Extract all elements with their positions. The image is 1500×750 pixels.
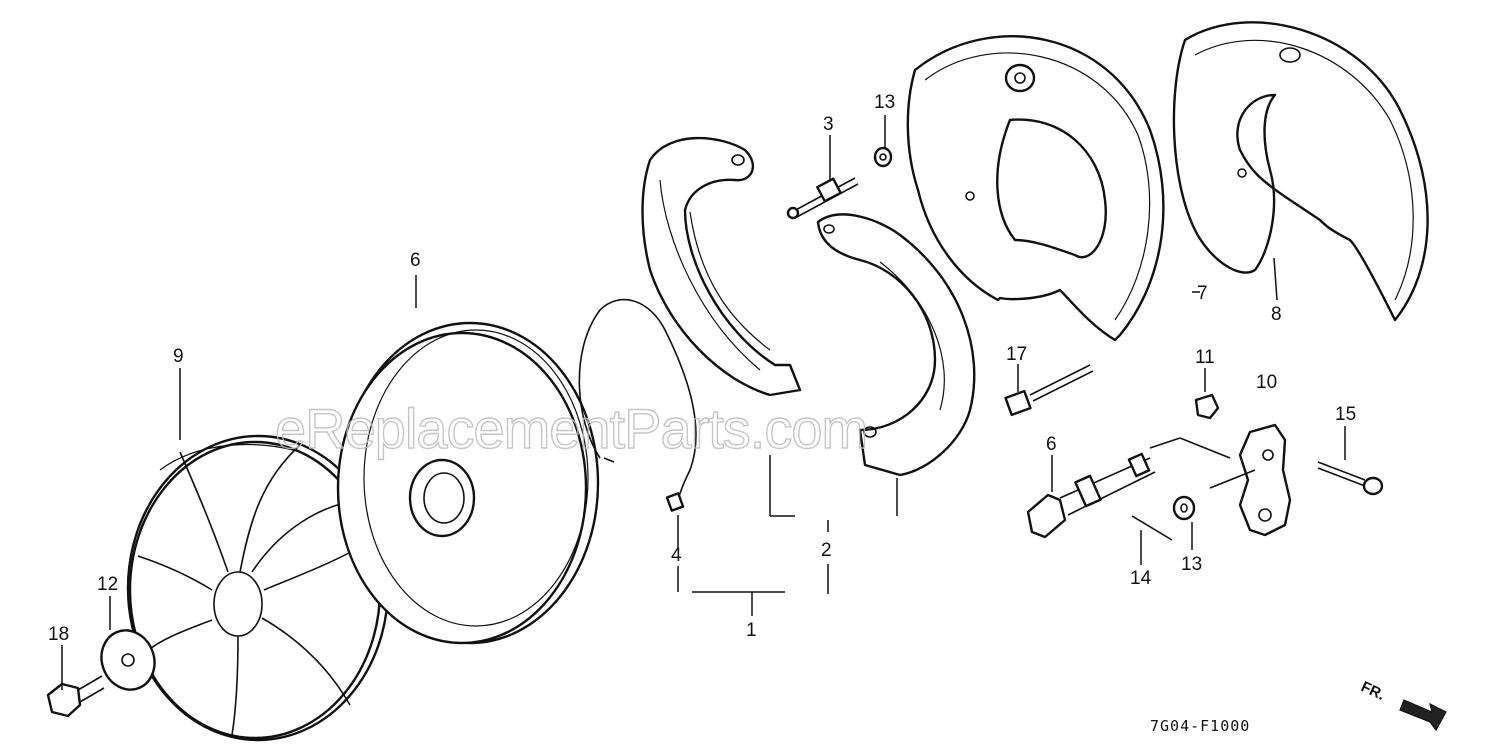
callout-10: 10 [1256,372,1277,393]
brake-shoe-lower [816,213,976,477]
washer-part-12 [100,629,156,691]
watermark-text: eReplacementParts.com [275,397,867,460]
cam-shaft-part-6 [1026,452,1156,539]
bolt-part-18 [46,675,105,718]
callout-3: 3 [823,114,834,135]
callout-7: 7 [1197,283,1208,304]
callout-13-upper: 13 [874,92,895,113]
front-direction-arrow-icon: FR. [1358,678,1447,732]
callout-6-drum: 6 [410,250,421,271]
callout-14: 14 [1130,568,1152,589]
clip-part-11 [1194,393,1220,420]
callout-1: 1 [746,620,757,641]
direction-label: FR. [1358,678,1387,704]
bolt-part-15 [1317,461,1384,496]
washer-part-13-upper [873,146,893,168]
callout-2: 2 [821,540,832,561]
callout-9: 9 [173,346,184,367]
callout-11: 11 [1195,347,1215,368]
callout-12: 12 [97,574,118,595]
brake-shoe-upper [641,136,802,397]
adjuster-pin-part-3 [786,177,859,220]
callout-18: 18 [48,624,69,645]
callout-17: 17 [1006,344,1027,365]
brake-arm-part-10 [1209,423,1292,537]
return-spring-part-4 [578,298,697,512]
washer-part-13-lower [1172,495,1196,521]
brake-drum-part-6 [336,321,600,645]
bolt-part-17 [1004,364,1094,417]
leader-lines [61,115,1346,690]
callout-8: 8 [1271,304,1282,325]
dust-shield-part-8 [1172,21,1429,322]
callout-13-lower: 13 [1181,554,1202,575]
backing-plate-part-7 [906,35,1165,342]
callout-15: 15 [1335,404,1356,425]
callout-6-shaft: 6 [1046,434,1057,455]
drawing-code: 7G04-F1000 [1150,717,1250,735]
pin-part-14 [1131,515,1173,541]
callout-4: 4 [671,545,682,566]
